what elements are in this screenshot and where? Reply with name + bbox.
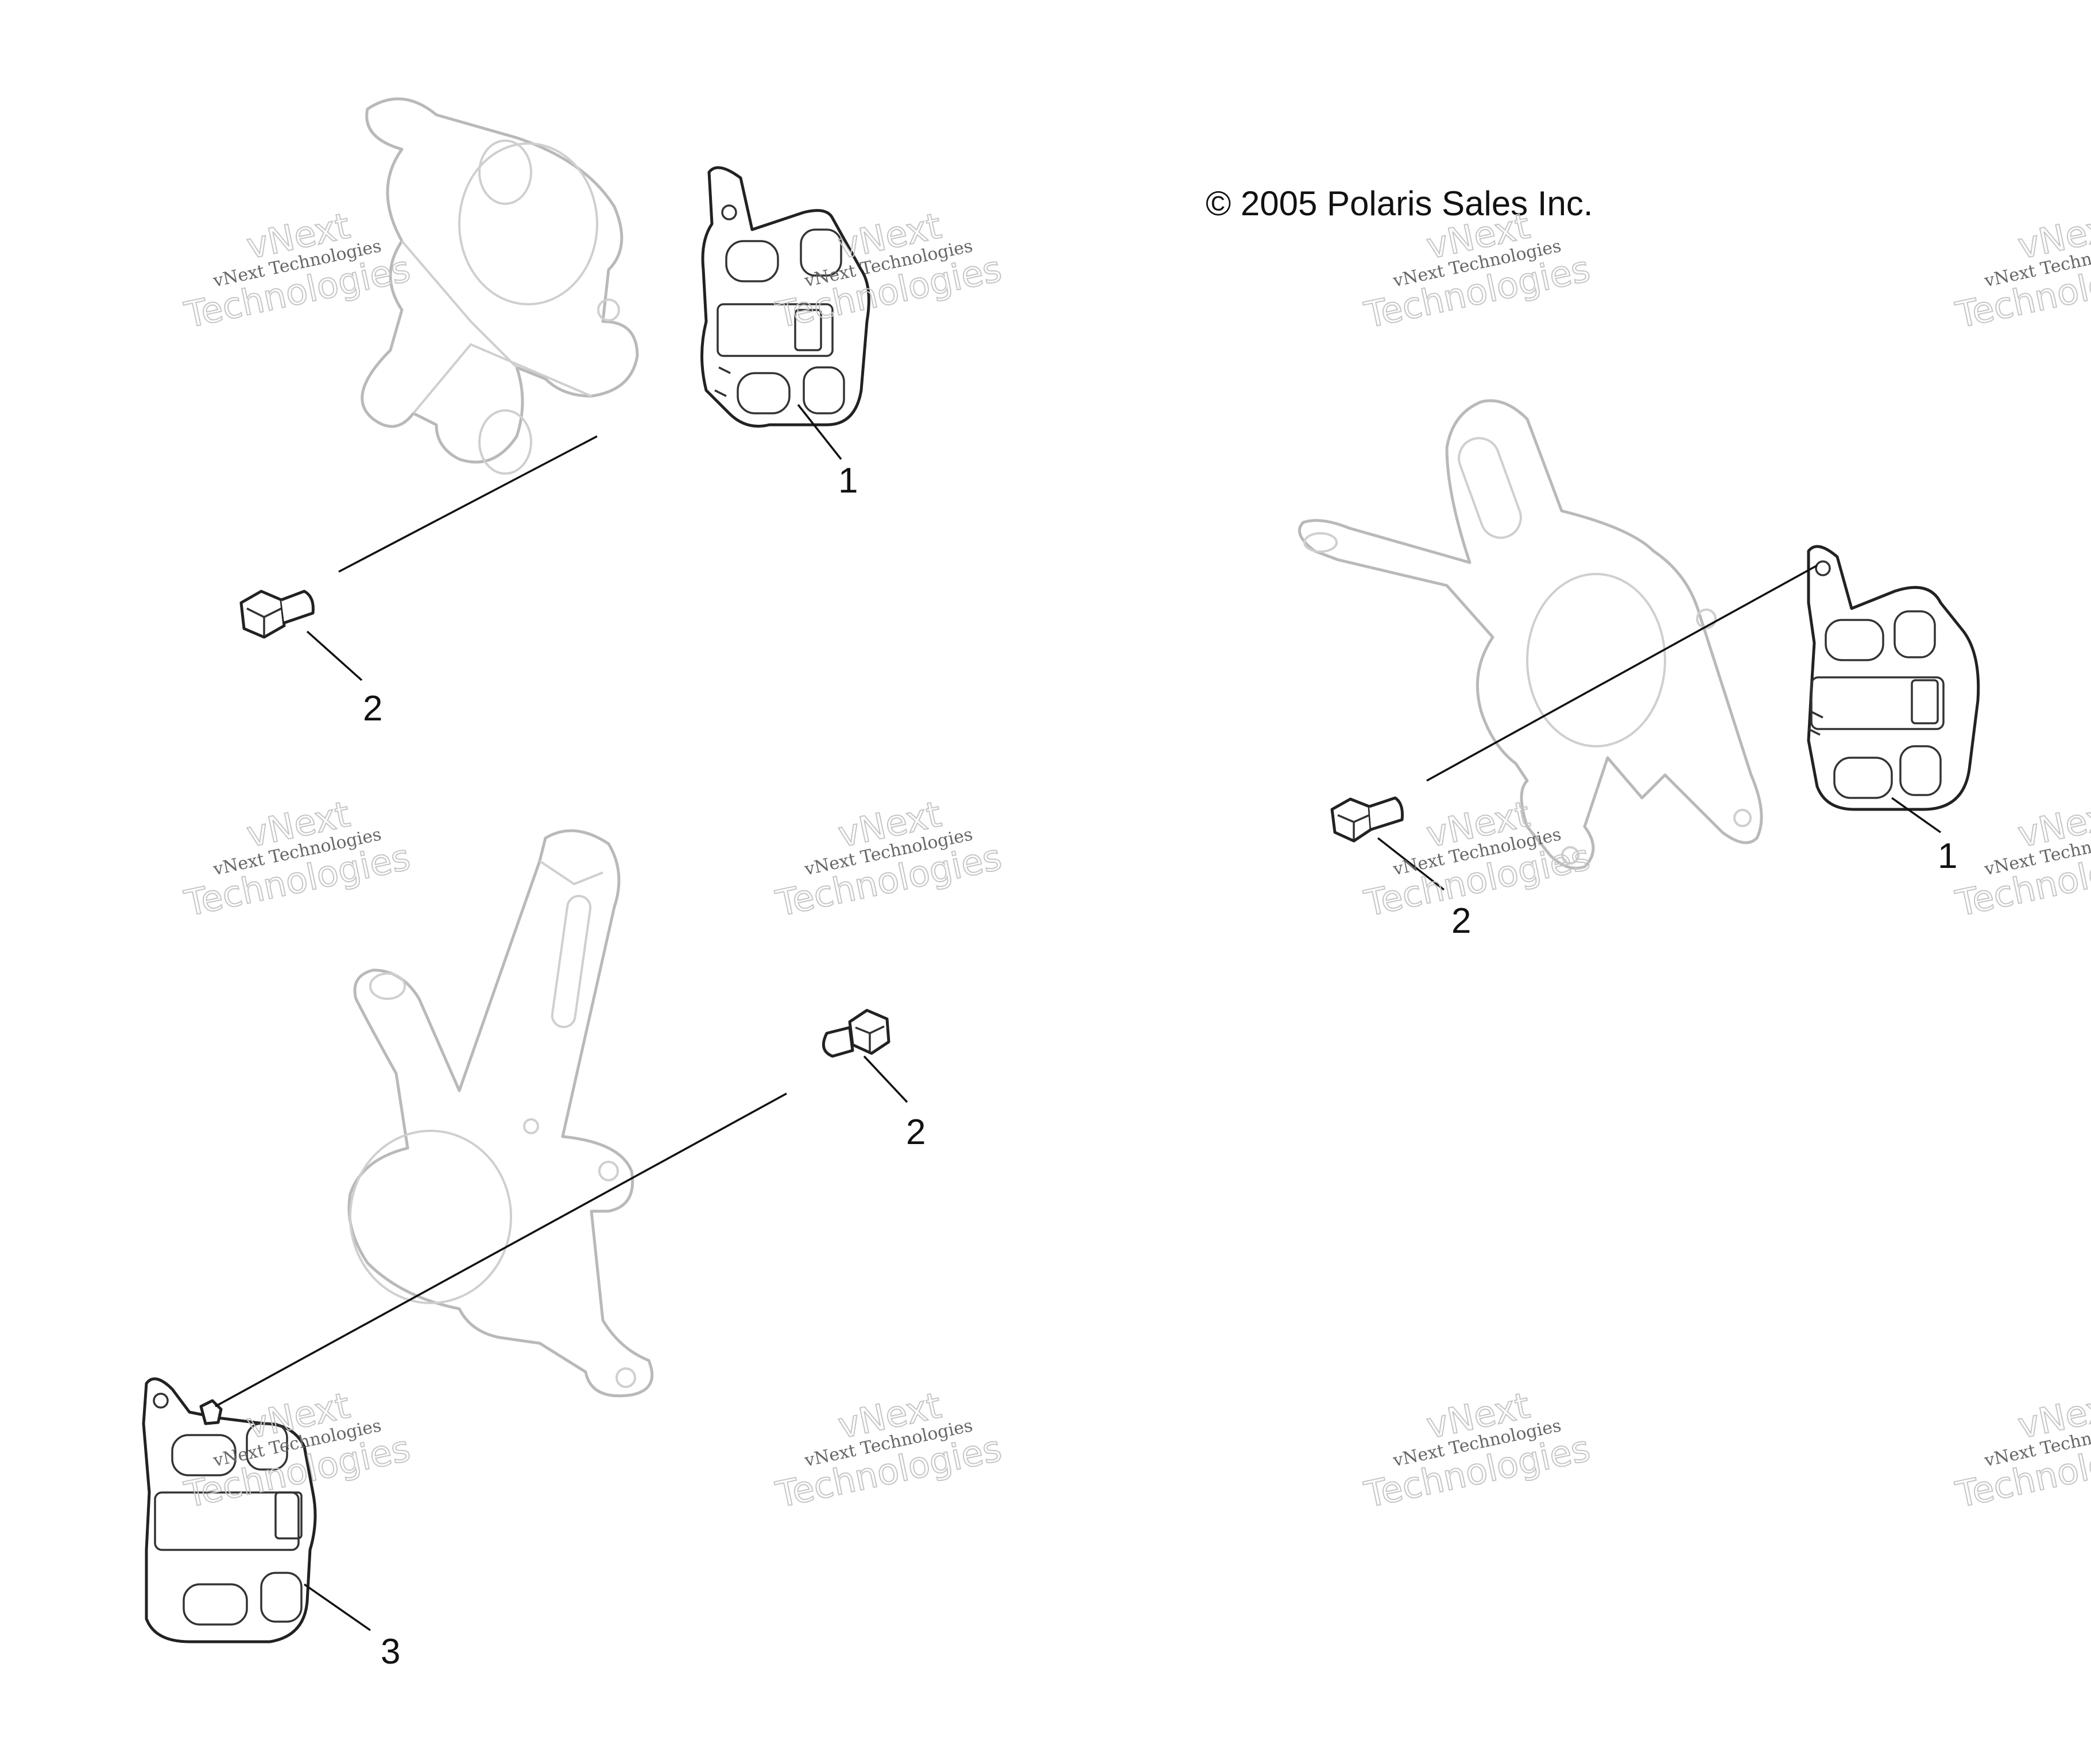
watermark: vNext vNext Technologies Technologies [1951, 1383, 2091, 1516]
axis-line-lower-left [215, 1092, 787, 1408]
watermark: vNext vNext Technologies Technologies [772, 204, 1006, 336]
brake-caliper-lower-left [142, 1377, 317, 1643]
axis-line-upper-left [338, 435, 598, 573]
brake-caliper-upper-left [700, 166, 870, 428]
callout-right-2: 2 [1451, 901, 1471, 941]
leader-lower-left-3 [304, 1583, 371, 1631]
leader-right-1 [1891, 797, 1942, 833]
callout-lower-left-2: 2 [906, 1112, 926, 1152]
knuckle-upper-left [361, 97, 639, 475]
bolt-right [1330, 796, 1404, 843]
watermark: vNext vNext Technologies Technologies [1360, 1383, 1594, 1516]
axis-line-right [1426, 564, 1818, 782]
bolt-upper-left [239, 590, 315, 639]
bolt-lower-left [822, 1009, 890, 1058]
brake-caliper-right [1807, 545, 1980, 811]
knuckle-lower-left [347, 829, 654, 1398]
leader-upper-left-2 [306, 630, 363, 681]
callout-upper-left-2: 2 [363, 689, 382, 728]
watermark: vNext vNext Technologies Technologies [1951, 792, 2091, 925]
callout-lower-left-3: 3 [381, 1632, 400, 1672]
watermark: vNext vNext Technologies Technologies [180, 792, 415, 925]
watermark: vNext vNext Technologies Technologies [772, 1383, 1006, 1516]
leader-upper-left-1 [797, 404, 842, 460]
watermark: vNext vNext Technologies Technologies [180, 204, 415, 336]
leader-lower-left-2 [863, 1055, 908, 1103]
callout-right-1: 1 [1938, 836, 1957, 876]
leader-right-2 [1377, 837, 1445, 891]
watermark: vNext vNext Technologies Technologies [772, 792, 1006, 925]
watermark: vNext vNext Technologies Technologies [1951, 204, 2091, 336]
knuckle-right [1298, 399, 1763, 870]
copyright-notice: © 2005 Polaris Sales Inc. [1206, 184, 1593, 223]
callout-upper-left-1: 1 [838, 461, 858, 501]
